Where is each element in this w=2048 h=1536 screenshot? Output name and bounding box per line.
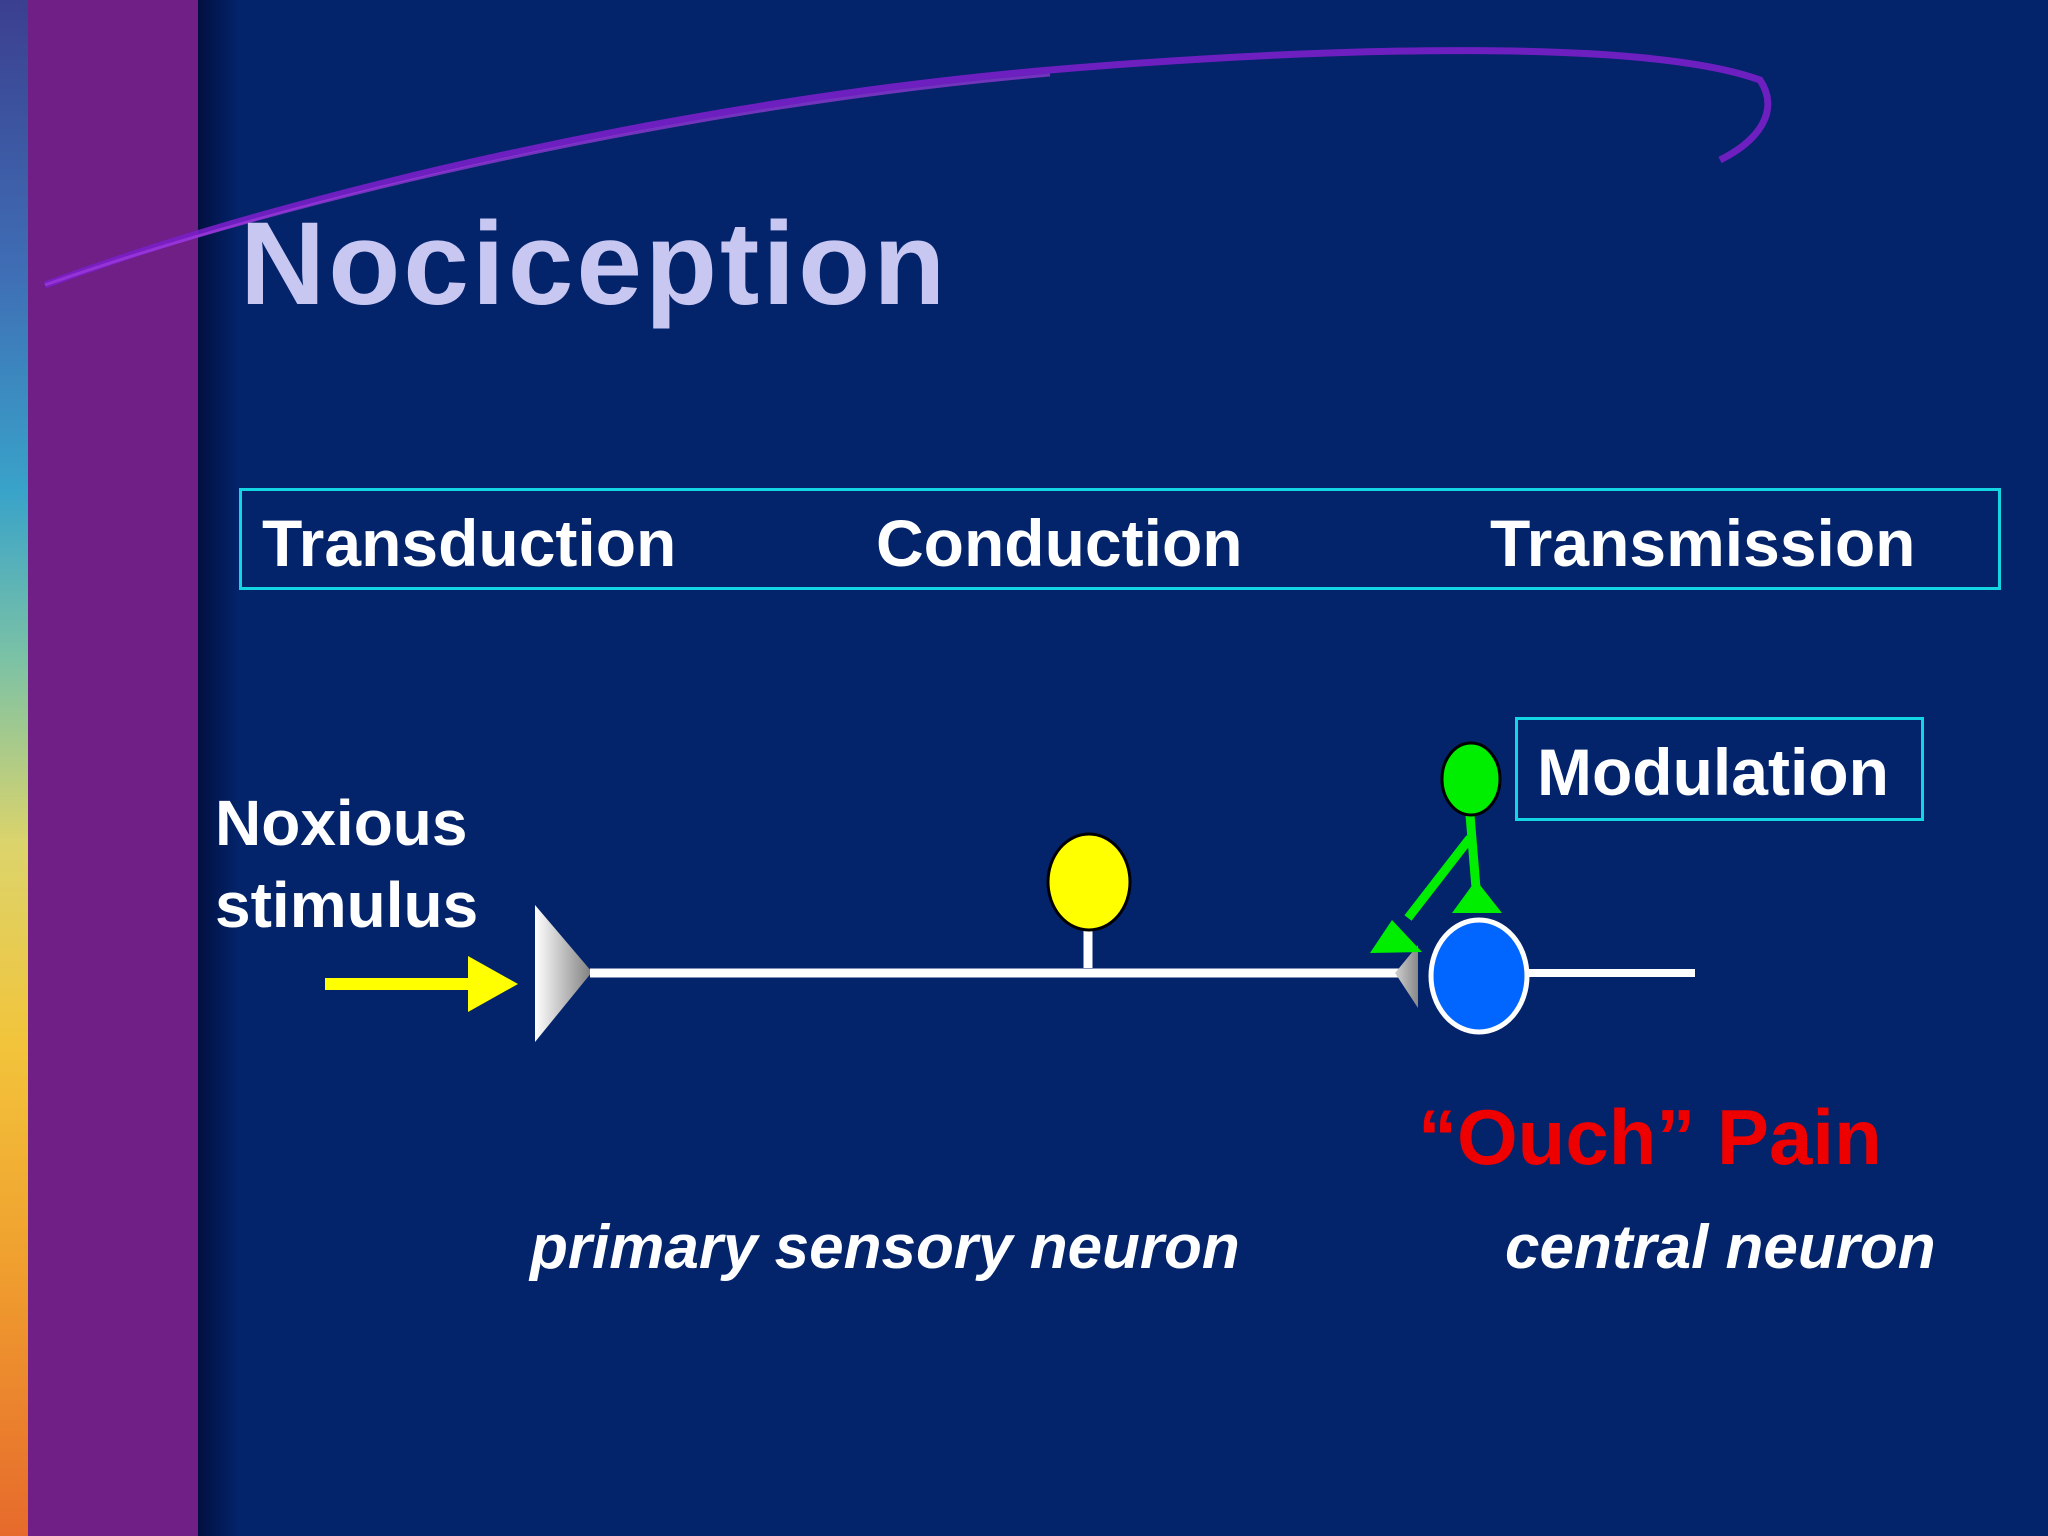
- ouch-pain-label: “Ouch” Pain: [1418, 1093, 1882, 1181]
- primary-cell-body: [1046, 832, 1132, 932]
- rainbow-edge-strip: [0, 0, 28, 1536]
- noxious-line-1: Noxious: [215, 787, 468, 859]
- stage-transmission: Transmission: [1490, 506, 1916, 580]
- stages-box: [239, 488, 2001, 590]
- primary-sensory-neuron-label: primary sensory neuron: [530, 1213, 1240, 1282]
- decorative-swoosh: [43, 47, 1772, 289]
- band-shadow: [198, 0, 238, 1536]
- stage-conduction: Conduction: [876, 506, 1243, 580]
- peripheral-terminal: [535, 905, 592, 1042]
- modulation-box: [1515, 717, 1924, 821]
- noxious-stimulus-label: Noxious stimulus: [215, 782, 478, 946]
- central-neuron-body: [1428, 917, 1530, 1035]
- slide-title: Nociception: [240, 198, 949, 330]
- stage-transduction: Transduction: [262, 506, 677, 580]
- modulation-label: Modulation: [1537, 735, 1889, 809]
- noxious-line-2: stimulus: [215, 869, 479, 941]
- central-neuron-label: central neuron: [1505, 1213, 1936, 1282]
- central-terminal: [1395, 945, 1418, 1008]
- purple-side-band: [28, 0, 198, 1536]
- stimulus-arrow: [325, 956, 518, 1012]
- modulating-neuron: [1370, 741, 1502, 953]
